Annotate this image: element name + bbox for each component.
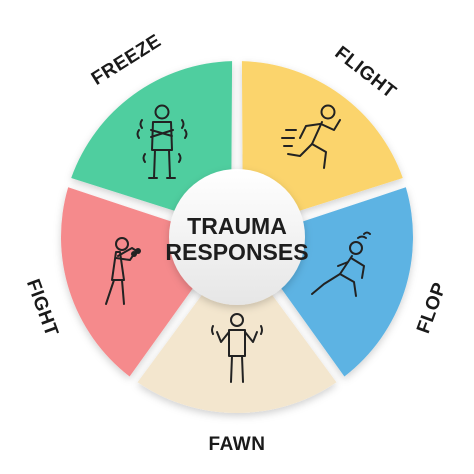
center-title-line1: TRAUMA <box>187 213 287 239</box>
running-figure-icon <box>281 104 341 169</box>
label-freeze: FREEZE <box>88 31 165 90</box>
label-fawn: FAWN <box>209 434 266 455</box>
label-fight: FIGHT <box>22 276 62 339</box>
segment-fawn <box>137 287 337 413</box>
segment-flop <box>275 187 413 377</box>
label-flop: FLOP <box>413 280 451 337</box>
shrugging-figure-icon <box>211 313 263 383</box>
segment-flight <box>241 61 403 214</box>
boxing-figure-icon <box>105 237 141 305</box>
center-circle <box>169 169 305 305</box>
collapsing-figure-icon <box>311 231 371 297</box>
segments-layer <box>61 61 413 413</box>
freeze-figure-icon <box>136 104 188 179</box>
center-title-line2: RESPONSES <box>165 239 308 265</box>
segment-fight <box>61 187 199 377</box>
center-hub: TRAUMA RESPONSES <box>165 169 309 305</box>
label-flight: FLIGHT <box>331 42 400 103</box>
